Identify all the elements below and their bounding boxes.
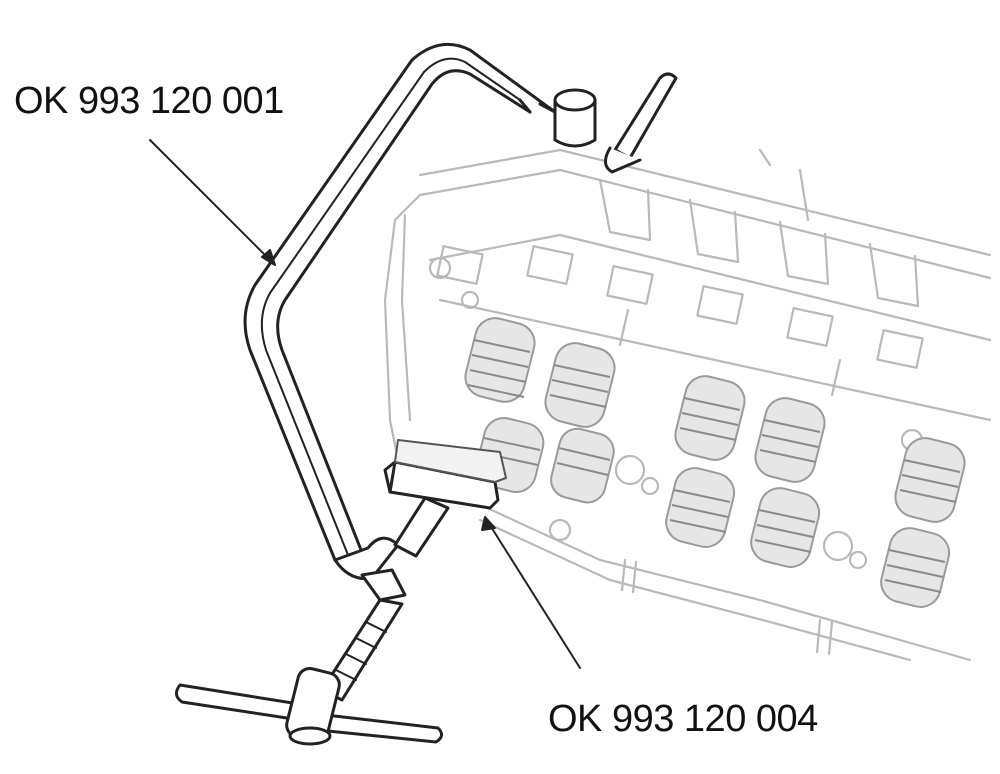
- adapter-head: [383, 439, 507, 510]
- bow-frame-highlight: [260, 57, 521, 561]
- valve-spring-7: [550, 427, 615, 504]
- pointer-lines: [149, 139, 581, 669]
- valve-spring-10: [880, 527, 951, 608]
- valve-spring-8: [665, 467, 736, 548]
- compressor-part-number-label: OK 993 120 001: [14, 80, 284, 122]
- adapter-part-number-label: OK 993 120 004: [548, 698, 818, 740]
- threaded-spindle: [320, 598, 404, 702]
- adapter-shaft: [393, 496, 450, 558]
- bow-frame-inner: [276, 69, 532, 562]
- bow-frame-outer: [243, 42, 557, 562]
- valve-spring-1: [464, 317, 536, 403]
- t-handle: [175, 667, 443, 746]
- valve-spring-9: [750, 487, 821, 568]
- frame-collar: [333, 536, 407, 602]
- arrowhead-adapter: [481, 516, 496, 531]
- mounting-stud: [553, 88, 597, 148]
- valve-spring-4: [754, 397, 826, 483]
- valve-spring-3: [674, 375, 746, 461]
- hook-lever: [604, 72, 678, 174]
- valve-springs: [464, 317, 966, 608]
- valve-spring-2: [544, 342, 616, 428]
- arrowhead-compressor: [261, 249, 276, 266]
- compressor-tool: [149, 42, 678, 746]
- valve-spring-5: [894, 437, 966, 523]
- pointer-compressor: [149, 139, 273, 263]
- pointer-adapter: [487, 521, 581, 669]
- cylinder-head-outline: [383, 148, 992, 662]
